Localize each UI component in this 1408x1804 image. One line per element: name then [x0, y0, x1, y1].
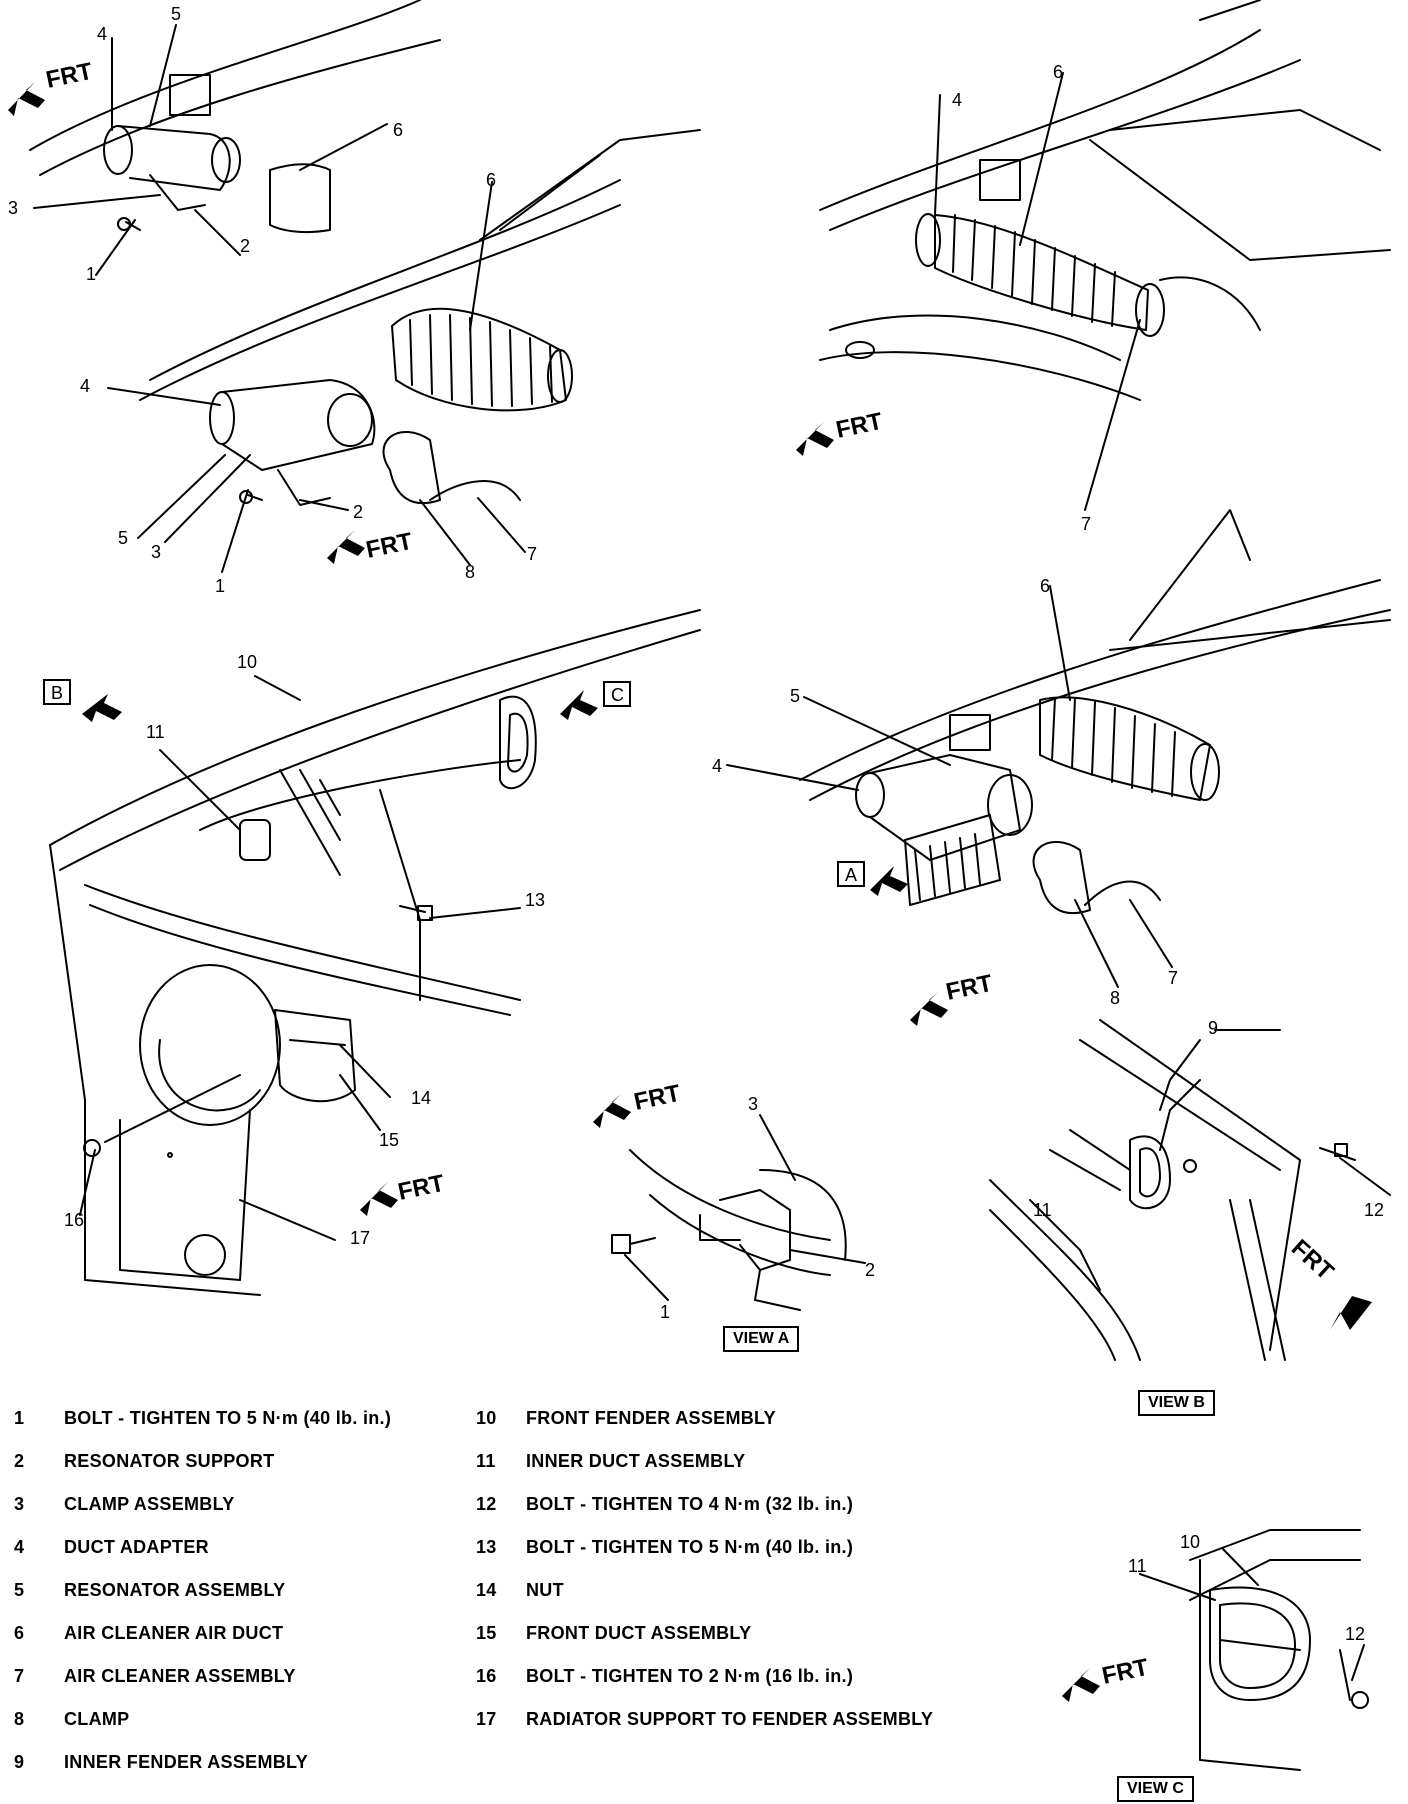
view-a-label: VIEW A — [723, 1326, 800, 1352]
callout-1: 1 — [86, 264, 96, 284]
frt-label: FRT — [834, 408, 886, 444]
frt-label: FRT — [44, 58, 96, 94]
callout-14: 14 — [411, 1088, 431, 1108]
ref-arrow-icon — [870, 866, 908, 896]
callout-2: 2 — [240, 236, 250, 256]
callout-4: 4 — [97, 24, 107, 44]
view-c-detail — [1139, 1529, 1369, 1771]
callout-3: 3 — [748, 1094, 758, 1114]
frt-label: FRT — [396, 1170, 448, 1206]
frt-arrow-icon — [1062, 1668, 1100, 1702]
callout-6: 6 — [486, 170, 496, 190]
frt-arrow-icon — [593, 1094, 631, 1128]
callout-10: 10 — [237, 652, 257, 672]
frt-label: FRT — [632, 1080, 684, 1116]
frt-arrow-icon — [8, 82, 45, 116]
callout-11: 11 — [146, 722, 165, 742]
callout-7: 7 — [1168, 968, 1178, 988]
frt-arrow-icon — [1330, 1296, 1372, 1330]
air-duct-view — [819, 0, 1391, 511]
front-arrows — [8, 82, 1372, 1702]
frt-arrow-icon — [796, 422, 834, 456]
frt-label: FRT — [1100, 1654, 1152, 1690]
view-b-detail — [989, 1019, 1391, 1361]
frt-arrow-icon — [910, 992, 948, 1026]
ref-letter-a: A — [845, 865, 857, 885]
callout-5: 5 — [171, 4, 181, 24]
frt-arrow-icon — [360, 1182, 398, 1216]
callout-4: 4 — [952, 90, 962, 110]
callout-1: 1 — [215, 576, 225, 596]
air-cleaner-view — [726, 509, 1391, 988]
ref-letter-b: B — [51, 683, 63, 703]
frt-label: FRT — [364, 528, 416, 564]
callout-1: 1 — [660, 1302, 670, 1322]
callout-11: 11 — [1128, 1556, 1147, 1576]
callout-5: 5 — [118, 528, 128, 548]
callout-2: 2 — [865, 1260, 875, 1280]
callout-8: 8 — [465, 562, 475, 582]
callout-10: 10 — [1180, 1532, 1200, 1552]
callout-3: 3 — [8, 198, 18, 218]
view-b-label: VIEW B — [1138, 1390, 1215, 1416]
callout-16: 16 — [64, 1210, 84, 1230]
callout-6: 6 — [1053, 62, 1063, 82]
ref-arrow-icon — [82, 694, 122, 722]
frt-label: FRT — [1286, 1234, 1339, 1286]
callout-12: 12 — [1364, 1200, 1384, 1220]
callout-7: 7 — [527, 544, 537, 564]
view-a-detail — [611, 1114, 866, 1311]
callout-2: 2 — [353, 502, 363, 522]
ref-letter-c: C — [611, 685, 624, 705]
callout-4: 4 — [80, 376, 90, 396]
ref-arrow-icon — [560, 690, 598, 720]
resonator-installation-view — [29, 0, 701, 573]
callout-11: 11 — [1033, 1200, 1052, 1220]
callout-8: 8 — [1110, 988, 1120, 1008]
callout-13: 13 — [525, 890, 545, 910]
callout-7: 7 — [1081, 514, 1091, 534]
callout-5: 5 — [790, 686, 800, 706]
callout-6: 6 — [393, 120, 403, 140]
callout-15: 15 — [379, 1130, 399, 1150]
frt-label: FRT — [944, 970, 996, 1006]
view-c-label: VIEW C — [1117, 1776, 1194, 1802]
frt-arrow-icon — [327, 530, 365, 564]
callout-3: 3 — [151, 542, 161, 562]
callout-12: 12 — [1345, 1624, 1365, 1644]
callout-6: 6 — [1040, 576, 1050, 596]
fender-duct-view — [49, 609, 701, 1296]
reference-boxes: B C A — [43, 679, 865, 887]
callout-4: 4 — [712, 756, 722, 776]
callout-9: 9 — [1208, 1018, 1218, 1038]
callout-numbers: 4 5 6 3 2 1 6 4 5 3 2 1 8 7 4 6 7 10 11 … — [8, 4, 1384, 1644]
callout-17: 17 — [350, 1228, 370, 1248]
